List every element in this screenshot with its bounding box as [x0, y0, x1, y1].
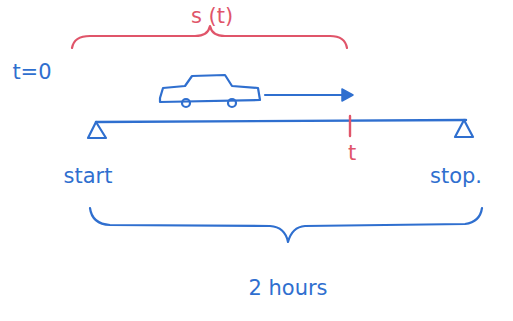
distance-label: s (t) [191, 6, 233, 27]
start-time-label: t=0 [12, 62, 51, 83]
car-sketch [160, 75, 260, 107]
duration-label: 2 hours [248, 278, 327, 299]
road-line [96, 120, 466, 122]
time-label: t [348, 143, 356, 164]
arrow-head [342, 89, 353, 101]
stop-marker [455, 120, 473, 137]
start-label: start [64, 166, 113, 187]
bottom-brace [90, 208, 482, 242]
top-brace [72, 26, 347, 48]
start-marker [88, 122, 106, 138]
stop-label: stop. [430, 166, 482, 187]
motion-arrow [265, 94, 350, 96]
time-tick [349, 116, 351, 136]
